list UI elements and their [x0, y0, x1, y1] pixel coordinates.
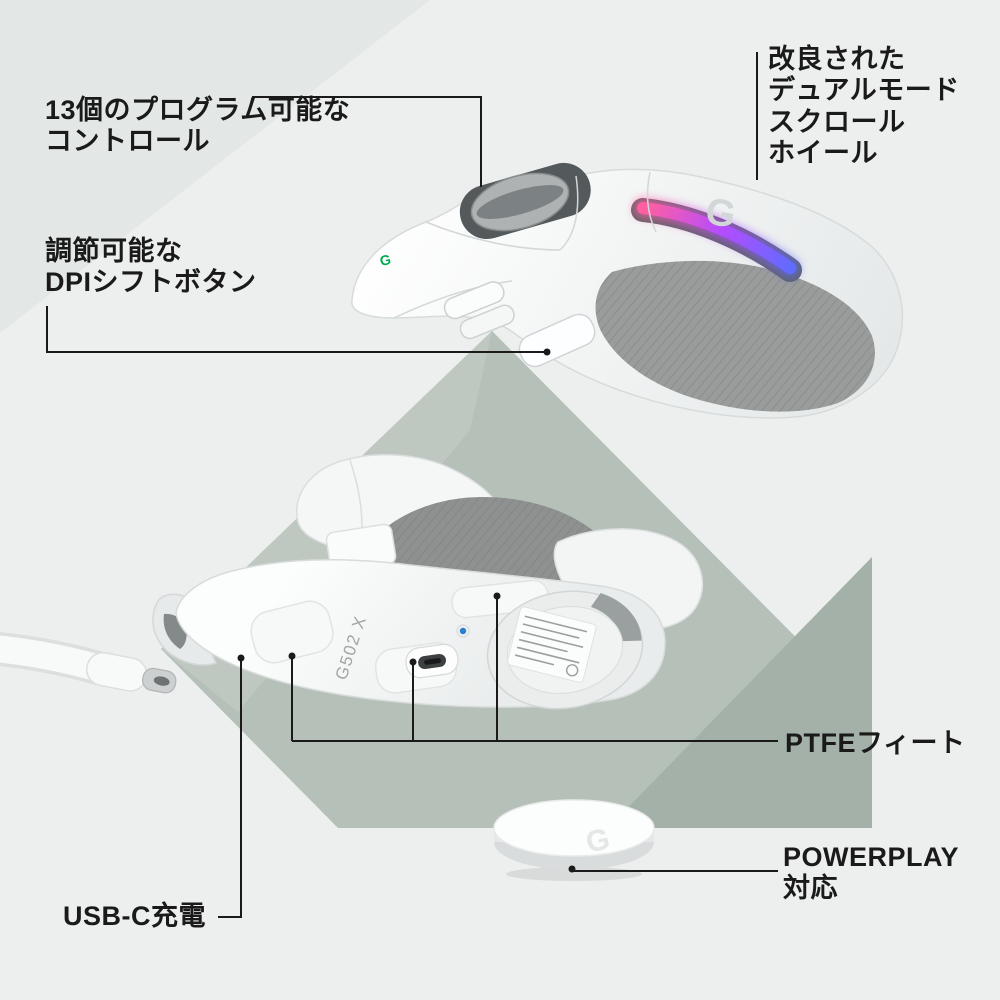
- background-corner-triangle: [0, 0, 430, 333]
- callout-line-dpi: [46, 306, 544, 353]
- label-line: コントロール: [45, 126, 210, 157]
- side-grip: [595, 260, 875, 412]
- background-sage-dark-triangle: [608, 557, 872, 828]
- label-line: DPIシフトボタン: [45, 267, 257, 298]
- label-line: ホイール: [768, 137, 878, 168]
- side-buttons: [443, 281, 515, 340]
- label-line: USB-C充電: [63, 901, 206, 931]
- label-programmable-controls: 13個のプログラム可能な コントロール: [45, 95, 350, 158]
- label-line: PTFEフィート: [785, 728, 966, 758]
- usb-c-port: [405, 643, 459, 679]
- g-logo: G: [702, 190, 738, 236]
- door-groove: [590, 592, 642, 642]
- powerplay-door: [486, 590, 644, 710]
- label-line: スクロール: [768, 106, 906, 137]
- label-line: 13個のプログラム可能な: [45, 95, 351, 125]
- label-line: 改良された: [768, 44, 906, 74]
- mouse-bottom-view: G502 X: [152, 454, 704, 710]
- label-powerplay: POWERPLAY 対応: [783, 842, 959, 905]
- scroll-wheel-groove: [476, 185, 564, 219]
- label-line: 対応: [783, 873, 838, 904]
- usb-c-cable: [0, 631, 177, 694]
- usb-c-connector: [86, 651, 177, 694]
- ptfe-foot-front: [250, 600, 334, 664]
- callout-line-controls: [252, 96, 482, 187]
- callout-line-usbc: [218, 661, 242, 918]
- label-line: 調節可能な: [45, 236, 183, 266]
- label-dpi-shift: 調節可能な DPIシフトボタン: [45, 236, 257, 299]
- label-usbc-charging: USB-C充電: [63, 901, 206, 932]
- callout-dots: [237, 348, 576, 873]
- mouse-top-view: G G: [351, 162, 904, 419]
- regulatory-sticker: [507, 606, 597, 683]
- scroll-wheel: [459, 162, 591, 239]
- label-line: デュアルモード: [768, 75, 960, 106]
- battery-led: [456, 624, 470, 638]
- label-line: POWERPLAY: [783, 842, 960, 872]
- rgb-strip: [631, 198, 802, 282]
- label-scroll-wheel: 改良された デュアルモード スクロール ホイール: [768, 44, 960, 169]
- dpi-shift-button: [518, 313, 596, 368]
- label-ptfe-feet: PTFEフィート: [785, 728, 965, 759]
- powerplay-puck: G: [493, 799, 655, 881]
- green-g-logo: G: [378, 251, 392, 269]
